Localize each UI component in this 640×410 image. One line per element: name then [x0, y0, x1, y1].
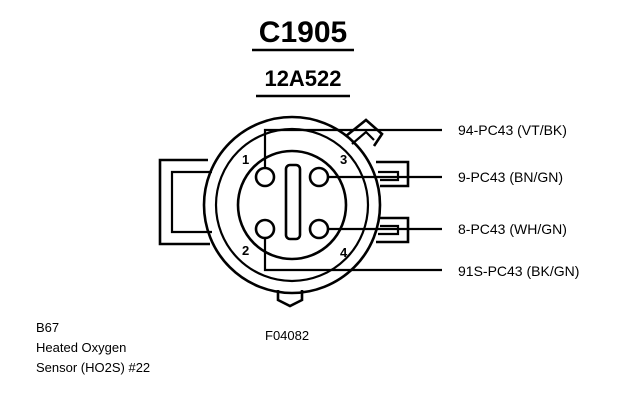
pin-4	[308, 218, 330, 240]
wire-label-pin-4: 91S-PC43 (BK/GN)	[458, 263, 579, 279]
wire-label-pin-1: 94-PC43 (VT/BK)	[458, 122, 567, 138]
pin-3	[308, 166, 330, 188]
leader-lines	[263, 128, 442, 272]
wire-label-pin-3: 9-PC43 (BN/GN)	[458, 169, 563, 185]
component-name-line1: Heated Oxygen	[36, 340, 126, 355]
component-name-line2: Sensor (HO2S) #22	[36, 360, 150, 375]
pin-number-4: 4	[340, 245, 348, 260]
pin-number-1: 1	[242, 152, 249, 167]
pin-1	[254, 166, 276, 188]
connector-housing	[158, 115, 410, 308]
figure-code: F04082	[265, 328, 309, 343]
connector-part-number: 12A522	[264, 66, 341, 91]
pin-number-3: 3	[340, 152, 347, 167]
pin-2	[254, 218, 276, 240]
leader-pin-1	[263, 128, 442, 168]
component-code: B67	[36, 320, 59, 335]
leader-pin-4	[263, 238, 442, 272]
wire-label-pin-2: 8-PC43 (WH/GN)	[458, 221, 567, 237]
pin-number-2: 2	[242, 243, 249, 258]
connector-id: C1905	[259, 16, 347, 49]
